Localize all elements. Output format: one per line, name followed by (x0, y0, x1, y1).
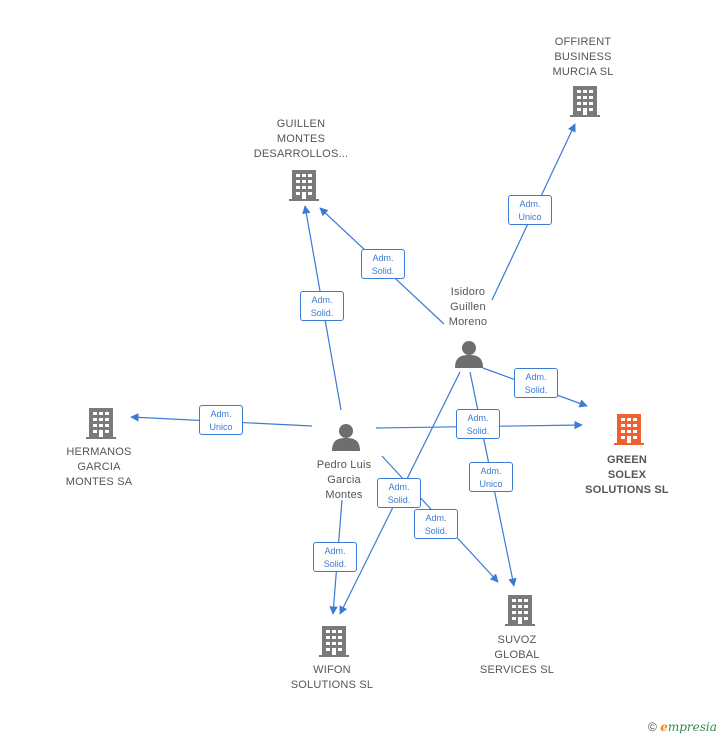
edge-label-pedro-guillen: Adm. Solid. (300, 291, 344, 321)
edge-label-isidoro-offirent: Adm. Unico (508, 195, 552, 225)
edge-label-pedro-green: Adm. Solid. (456, 409, 500, 439)
company-icon (86, 408, 116, 439)
company-icon (289, 170, 319, 201)
company-icon (614, 414, 644, 445)
edge-label-pedro-hermanos: Adm. Unico (199, 405, 243, 435)
edge-label-pedro-wifon: Adm. Solid. (313, 542, 357, 572)
company-icon (505, 595, 535, 626)
node-green-label[interactable]: GREEN SOLEX SOLUTIONS SL (585, 454, 669, 496)
node-isidoro-label[interactable]: Isidoro Guillen Moreno (448, 286, 488, 328)
footer-brand[interactable]: © empresia (648, 720, 717, 734)
edge-label-isidoro-suvoz: Adm. Unico (469, 462, 513, 492)
copyright-icon: © (648, 720, 657, 734)
company-icon (319, 626, 349, 657)
node-hermanos-label[interactable]: HERMANOS GARCIA MONTES SA (65, 446, 133, 488)
company-icon (570, 86, 600, 117)
person-icon (455, 341, 483, 368)
empresia-logo: empresia (660, 720, 717, 734)
node-pedro-label[interactable]: Pedro Luis Garcia Montes (316, 459, 372, 501)
person-icon (332, 424, 360, 451)
edge-label-isidoro-wifon: Adm. Solid. (377, 478, 421, 508)
node-suvoz-label[interactable]: SUVOZ GLOBAL SERVICES SL (479, 634, 555, 676)
edge-label-pedro-suvoz: Adm. Solid. (414, 509, 458, 539)
node-offirent-label[interactable]: OFFIRENT BUSINESS MURCIA SL (552, 36, 614, 78)
node-wifon-label[interactable]: WIFON SOLUTIONS SL (290, 664, 374, 691)
node-guillen-label[interactable]: GUILLEN MONTES DESARROLLOS... (253, 118, 349, 160)
edge-label-isidoro-green: Adm. Solid. (514, 368, 558, 398)
edge-label-isidoro-guillen: Adm. Solid. (361, 249, 405, 279)
